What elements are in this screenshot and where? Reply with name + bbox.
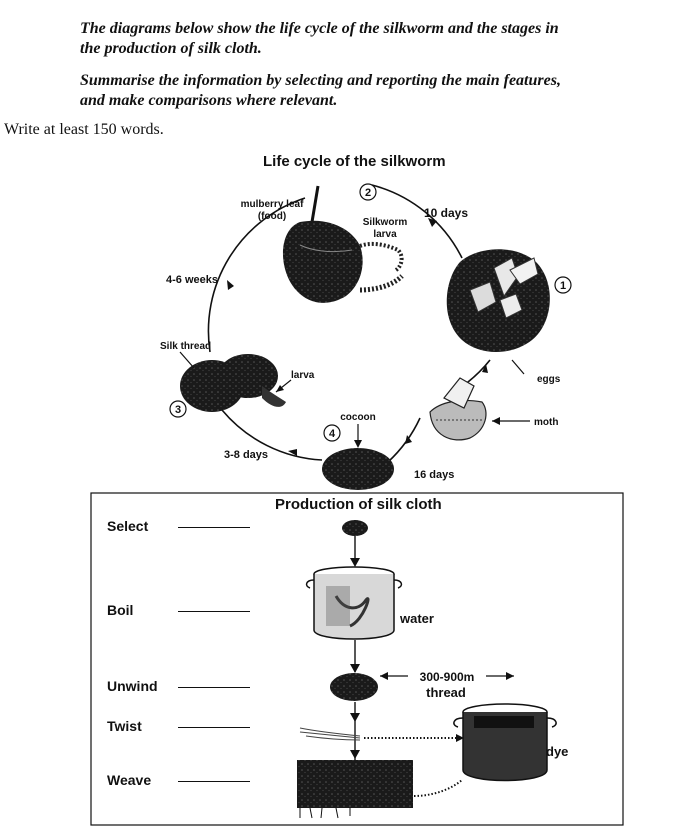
lifecycle-title: Life cycle of the silkworm	[263, 153, 446, 170]
twist-threads	[299, 727, 464, 742]
arc-cocoon-to-thread	[221, 409, 323, 461]
prompt-line-1: The diagrams below show the life cycle o…	[80, 20, 559, 37]
production-flow	[350, 536, 360, 760]
dye-pot	[453, 703, 557, 782]
select-cocoon	[342, 520, 368, 536]
label-dye: dye	[546, 744, 568, 759]
svg-text:1: 1	[560, 280, 566, 292]
unwind-cocoon	[330, 673, 378, 701]
stage-number-2: 2	[359, 183, 377, 201]
cocoon-illustration	[322, 424, 394, 490]
step-select: Select	[107, 518, 149, 534]
production-title: Production of silk cloth	[275, 496, 442, 513]
arc-larva-to-eggs	[371, 184, 463, 259]
label-water: water	[399, 611, 434, 626]
arrow-head-16days	[405, 435, 412, 444]
silk-thread-illustration	[179, 351, 525, 412]
mulberry-leaf-illustration	[282, 185, 404, 303]
stage-number-1: 1	[554, 276, 572, 294]
arrow-head-10days	[428, 218, 437, 227]
label-thread: thread	[426, 685, 466, 700]
label-4-6-weeks: 4-6 weeks	[166, 274, 218, 286]
length-arrow	[380, 668, 514, 684]
label-silk-thread: Silk thread	[160, 341, 211, 352]
step-unwind-line	[178, 687, 250, 688]
label-3-8-days: 3-8 days	[224, 449, 268, 461]
production-box	[90, 492, 624, 826]
step-boil: Boil	[107, 602, 134, 618]
label-cocoon: cocoon	[340, 412, 376, 423]
label-food: (food)	[258, 211, 286, 222]
moth-illustration	[429, 377, 530, 441]
step-weave: Weave	[107, 772, 152, 788]
label-larva-top: larva	[373, 229, 397, 240]
label-mulberry-leaf: mulberry leaf	[241, 199, 304, 210]
stage-number-4: 4	[323, 424, 341, 442]
prompt-line-4: and make comparisons where relevant.	[80, 92, 338, 109]
prompt-line-3: Summarise the information by selecting a…	[80, 72, 561, 89]
step-twist-line	[178, 727, 250, 728]
step-weave-line	[178, 781, 250, 782]
label-silkworm: Silkworm	[363, 217, 408, 228]
label-16-days: 16 days	[414, 469, 454, 481]
step-select-line	[178, 527, 250, 528]
step-twist: Twist	[107, 718, 142, 734]
label-10-days: 10 days	[424, 206, 468, 220]
stage-number-3: 3	[169, 400, 187, 418]
step-unwind: Unwind	[107, 678, 158, 694]
boil-pot	[305, 566, 403, 640]
svg-text:4: 4	[329, 428, 336, 440]
label-eggs: eggs	[537, 374, 561, 385]
label-300-900m: 300-900m	[420, 670, 475, 684]
arrow-head-eggs	[482, 364, 488, 373]
step-boil-line	[178, 611, 250, 612]
label-moth: moth	[534, 417, 558, 428]
eggs-illustration	[446, 249, 550, 352]
prompt-line-2: the production of silk cloth.	[80, 40, 262, 57]
svg-text:2: 2	[365, 187, 371, 199]
svg-text:3: 3	[175, 404, 181, 416]
arrow-head-3-8days	[288, 449, 297, 456]
arc-thread-to-top	[207, 197, 306, 353]
arrow-head-4-6weeks	[227, 280, 234, 290]
arc-moth-to-cocoon	[387, 417, 421, 463]
word-count-instruction: Write at least 150 words.	[4, 121, 164, 138]
weave-cloth	[297, 760, 463, 819]
label-larva-left: larva	[291, 370, 315, 381]
